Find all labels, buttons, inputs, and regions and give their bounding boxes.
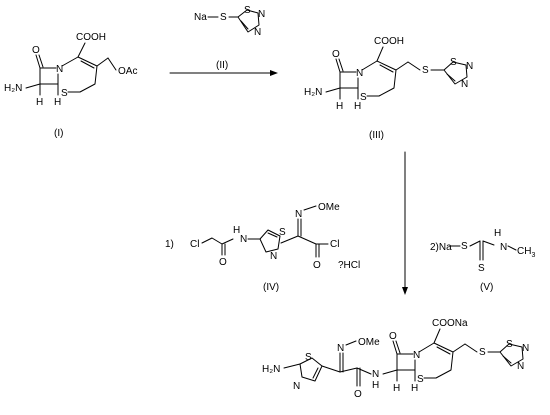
product-o-amide: O (354, 389, 362, 400)
reagent-v-s1: S (461, 241, 468, 252)
product-n: N (413, 350, 420, 361)
product-n-oxime: N (337, 343, 344, 354)
compound-i-n: N (56, 64, 63, 75)
compound-iii-tag: (III) (369, 130, 384, 141)
compound-iii-cooh: COOH (374, 36, 404, 47)
reagent-iv-ring-n: N (270, 251, 277, 262)
reagent-iv-step: 1) (165, 239, 174, 250)
reagent-v-n: N (500, 242, 507, 253)
reaction-arrow-1 (169, 70, 278, 76)
reagent-iv-cl1: Cl (190, 239, 199, 250)
compound-i-h2n: H₂N (4, 83, 22, 94)
compound-i-oac: OAc (118, 66, 137, 77)
compound-iii-h2n: H₂N (304, 87, 322, 98)
product-o: O (389, 331, 397, 342)
compound-i: COOH OAc S N O H₂N H H (I) (4, 32, 137, 139)
compound-iii-h2: H (354, 101, 361, 112)
reagent-v: 2)Na S S H N CH3 (V) (430, 228, 535, 293)
compound-iii-link-s: S (422, 65, 429, 76)
reagent-ii-ring-n1: N (258, 9, 265, 20)
compound-iii-s: S (360, 92, 367, 103)
reagent-ii-ring-n2: N (254, 27, 261, 38)
product: COONa S S N N S N O H H N H O (262, 318, 529, 400)
reagent-iv: 1) Cl O H N S N N OMe O Cl ?HCl (IV) (165, 202, 360, 293)
product-link-s: S (479, 347, 486, 358)
product-thz-n: N (293, 381, 300, 392)
reagent-v-ch3: CH3 (517, 246, 535, 259)
product-s: S (417, 374, 424, 385)
compound-i-h1: H (36, 97, 43, 108)
compound-iii: COOH S S N N S N O H₂N H H (III) (304, 36, 473, 141)
compound-iii-ring-n2: N (461, 79, 468, 90)
reagent-iv-o1: O (219, 257, 227, 268)
reagent-iv-hcl: ?HCl (338, 260, 360, 271)
reagent-v-s2: S (478, 263, 485, 274)
compound-i-o: O (32, 45, 40, 56)
reagent-v-tag: (V) (480, 282, 493, 293)
reagent-iv-n-oxime: N (295, 209, 302, 220)
product-ring-s: S (506, 339, 513, 350)
reagent-v-nh: H (494, 228, 501, 239)
reagent-iv-n: N (240, 234, 247, 245)
reagent-iv-o2: O (313, 260, 321, 271)
product-h2: H (411, 383, 418, 394)
reagent-v-step-na: 2)Na (430, 242, 452, 253)
product-ome: OMe (358, 337, 380, 348)
product-h2n: H₂N (262, 364, 280, 375)
compound-i-s: S (61, 88, 68, 99)
reagent-ii-ring-s: S (244, 5, 251, 16)
product-coona: COONa (432, 318, 468, 329)
reagent-ii-tag: (II) (216, 60, 228, 71)
reagent-iv-cl2: Cl (330, 239, 339, 250)
compound-iii-o: O (332, 49, 340, 60)
reagent-iv-ome: OMe (318, 202, 340, 213)
product-ring-n1: N (522, 343, 529, 354)
reagent-iv-nh: H (233, 225, 240, 236)
product-thz-s: S (305, 352, 312, 363)
product-n-amide: N (372, 369, 379, 380)
reagent-ii: Na S S N N (II) (194, 5, 265, 71)
compound-i-cooh: COOH (76, 32, 106, 43)
compound-i-tag: (I) (54, 128, 63, 139)
product-ring-n2: N (517, 361, 524, 372)
reagent-ii-s: S (220, 12, 227, 23)
compound-iii-h1: H (336, 101, 343, 112)
product-nh: H (372, 380, 379, 391)
compound-iii-ring-n1: N (466, 61, 473, 72)
compound-i-h2: H (54, 97, 61, 108)
reagent-iv-s: S (279, 227, 286, 238)
product-h1: H (393, 383, 400, 394)
reaction-arrow-2 (402, 151, 408, 295)
reagent-iv-tag: (IV) (263, 282, 279, 293)
reagent-ii-na: Na (194, 12, 207, 23)
compound-iii-n: N (356, 68, 363, 79)
compound-iii-ring-s: S (450, 57, 457, 68)
